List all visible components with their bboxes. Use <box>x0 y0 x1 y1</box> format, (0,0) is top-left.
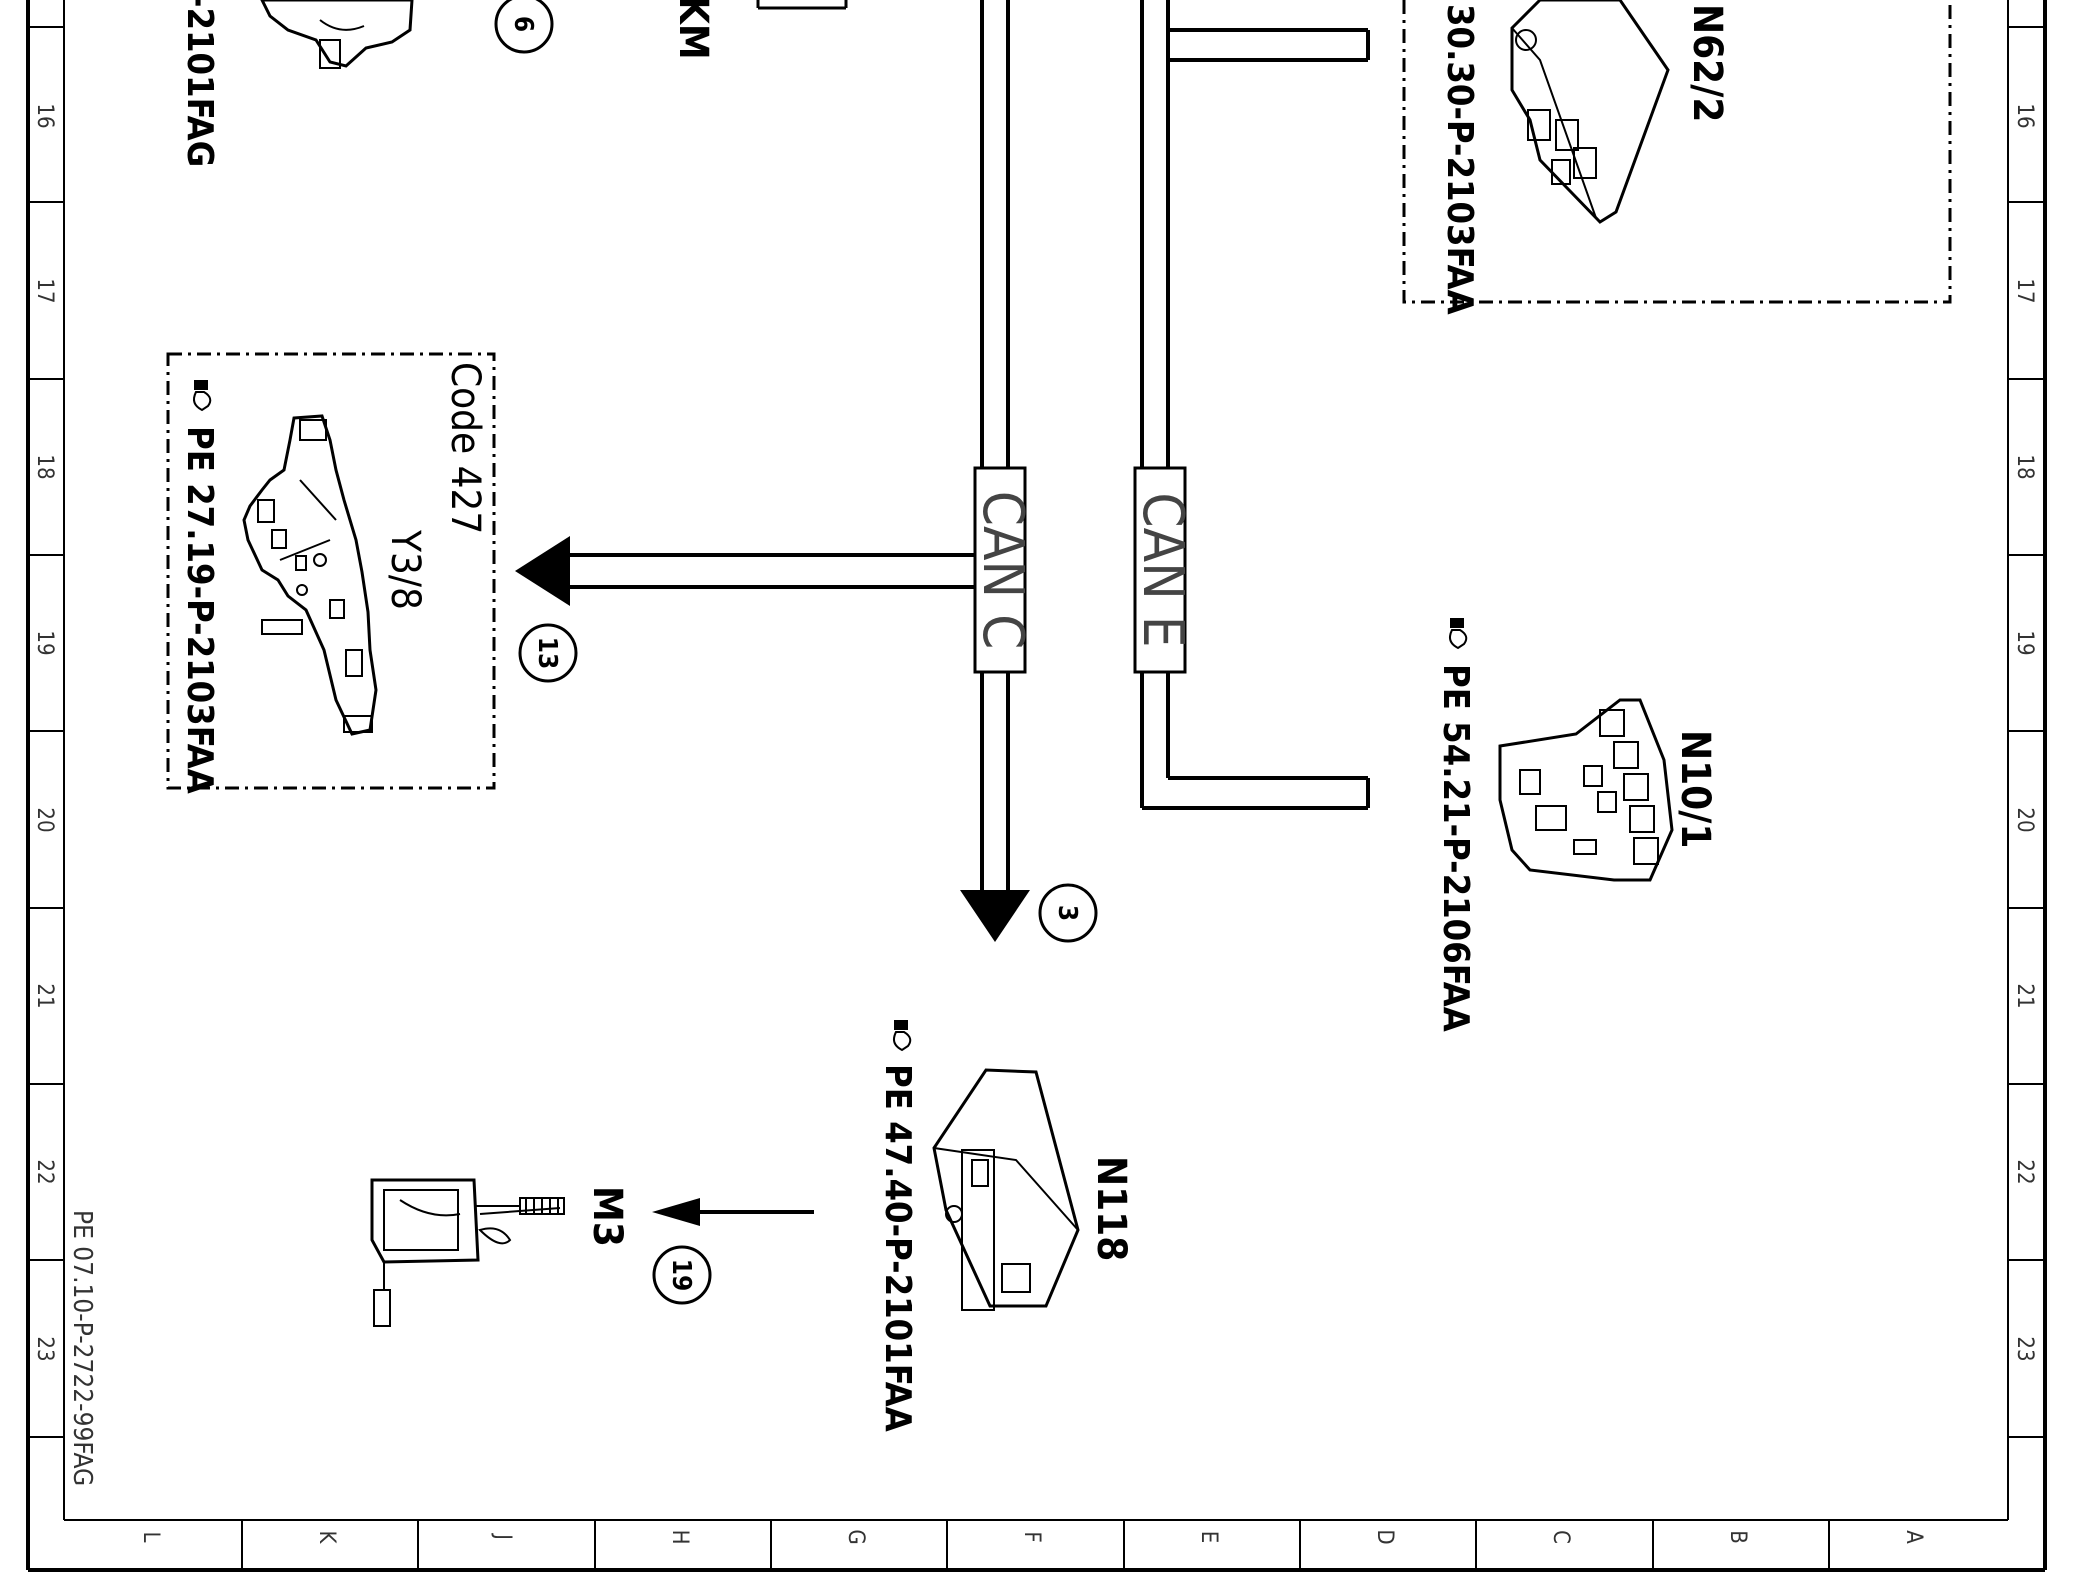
ruler-num-18-right: 18 <box>2012 454 2037 479</box>
y3-8-code-label: Code 427 <box>442 362 488 534</box>
circle-6 <box>494 0 554 54</box>
y3-8-id-label: Y3/8 <box>382 529 428 610</box>
right-ruler <box>2008 26 2045 1438</box>
ruler-letter-H: H <box>667 1530 692 1545</box>
top-mid-label: KM <box>670 0 716 60</box>
drawing-reference-number: PE 07.10-P-2722-99FAG <box>67 1210 97 1486</box>
circle-13-number: 13 <box>532 637 562 670</box>
ruler-num-23-right: 23 <box>2012 1336 2037 1361</box>
circle-13 <box>518 623 578 683</box>
ruler-num-22-right: 22 <box>2012 1159 2037 1184</box>
n10-1-id-label: N10/1 <box>1672 730 1718 848</box>
can-c-bus: CAN C 3 <box>515 0 1098 943</box>
ruler-letter-F: F <box>1019 1531 1044 1542</box>
n62-2-dashed-box <box>1402 0 1952 304</box>
n62-2-id-label: N62/2 <box>1684 4 1730 122</box>
ruler-letter-G: G <box>843 1529 868 1544</box>
n10-1-connector-drawing <box>1498 698 1674 882</box>
circle-19-number: 19 <box>666 1259 696 1292</box>
left-ruler <box>28 26 64 1438</box>
y3-8-component-group: Code 427 Y3/8 PE 27.19-P-2103FAA 13 <box>166 352 578 794</box>
can-e-label-box <box>1133 466 1187 674</box>
ruler-letter-B: B <box>1725 1530 1750 1544</box>
ruler-num-19-right: 19 <box>2012 630 2037 655</box>
ruler-num-16-left: 16 <box>32 103 57 128</box>
circle-6-number: 6 <box>508 16 538 32</box>
ruler-num-19-left: 19 <box>32 630 57 655</box>
n118-module-drawing <box>932 1068 1080 1311</box>
top-left-part-drawing <box>260 0 414 69</box>
ruler-num-20-left: 20 <box>32 807 57 832</box>
circle-3-number: 3 <box>1052 905 1082 921</box>
n118-doc-hand-icon <box>893 1020 912 1052</box>
drawing-frame <box>26 0 2047 1572</box>
ruler-letter-L: L <box>138 1531 163 1542</box>
n118-component-group: PE 47.40-P-2101FAA N118 <box>877 1020 1134 1432</box>
circle-3 <box>1038 883 1098 943</box>
y3-8-dashed-box <box>166 352 496 790</box>
n10-1-component-group: PE 54.21-P-2106FAA N10/1 <box>1435 618 1718 1032</box>
can-e-bus: CAN E <box>1130 0 1370 810</box>
n10-1-doc-label: PE 54.21-P-2106FAA <box>1435 664 1476 1032</box>
left-ruler-numbers: 16 17 18 19 20 21 22 23 <box>32 103 57 1361</box>
n10-1-doc-hand-icon <box>1449 618 1468 650</box>
ruler-num-21-left: 21 <box>32 983 57 1008</box>
ruler-num-23-left: 23 <box>32 1336 57 1361</box>
can-e-label: CAN E <box>1130 492 1195 647</box>
m3-arrow-head <box>652 1198 700 1226</box>
top-mid-component-group: KM <box>670 0 848 60</box>
y3-8-doc-hand-icon <box>193 380 212 412</box>
n62-2-doc-label: 30.30-P-2103FAA <box>1439 4 1480 315</box>
ruler-letter-K: K <box>314 1531 339 1545</box>
ruler-num-21-right: 21 <box>2012 983 2037 1008</box>
right-ruler-numbers: 16 17 18 19 20 21 22 23 <box>2012 103 2037 1361</box>
n118-doc-label: PE 47.40-P-2101FAA <box>877 1064 918 1432</box>
m3-component-group: M3 19 <box>370 1178 814 1327</box>
ruler-num-22-left: 22 <box>32 1159 57 1184</box>
can-c-label-box <box>973 466 1027 674</box>
n62-2-component-group: N62/2 30.30-P-2103FAA <box>1402 0 1952 315</box>
n118-id-label: N118 <box>1088 1156 1134 1261</box>
y3-8-doc-label: PE 27.19-P-2103FAA <box>179 426 220 794</box>
ruler-num-16-right: 16 <box>2012 103 2037 128</box>
bottom-ruler <box>241 1520 1830 1570</box>
ruler-num-18-left: 18 <box>32 454 57 479</box>
ruler-num-17-right: 17 <box>2012 278 2037 303</box>
can-c-down-arrow <box>960 890 1030 942</box>
ruler-letter-A: A <box>1901 1530 1926 1544</box>
y3-8-valve-body-drawing <box>242 414 378 736</box>
can-c-label: CAN C <box>970 491 1035 650</box>
circle-19 <box>652 1245 712 1305</box>
ruler-letter-J: J <box>490 1532 515 1540</box>
m3-pump-drawing <box>370 1178 565 1327</box>
bottom-ruler-letters: L K J H G F E D C B A <box>138 1529 1926 1544</box>
ruler-num-20-right: 20 <box>2012 807 2037 832</box>
ruler-letter-E: E <box>1196 1531 1221 1544</box>
n62-2-module-drawing <box>1510 0 1670 224</box>
top-left-component-group: -2101FAG 6 <box>179 0 554 167</box>
ruler-letter-D: D <box>1372 1529 1397 1544</box>
can-c-branch-arrow <box>515 536 570 606</box>
top-left-doc-label: -2101FAG <box>179 0 220 167</box>
ruler-letter-C: C <box>1548 1530 1573 1544</box>
ruler-num-17-left: 17 <box>32 278 57 303</box>
m3-id-label: M3 <box>584 1186 630 1247</box>
